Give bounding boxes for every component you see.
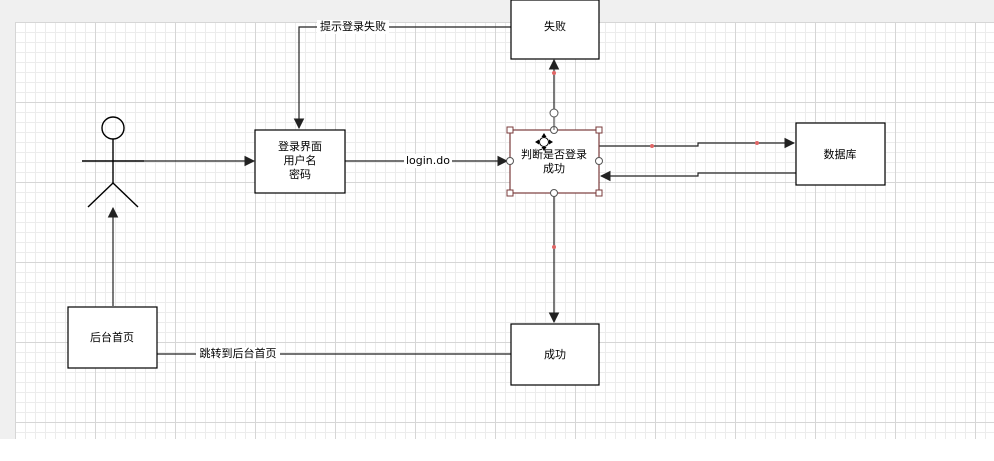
resize-handle-ne[interactable] bbox=[595, 126, 603, 134]
svg-text:login.do: login.do bbox=[406, 154, 450, 167]
actor-head bbox=[101, 116, 125, 140]
connection-point-bottom[interactable] bbox=[550, 189, 558, 197]
resize-handle-nw[interactable] bbox=[506, 126, 514, 134]
actor-right-leg bbox=[112, 182, 139, 208]
resize-handle-sw[interactable] bbox=[506, 189, 514, 197]
diagram-canvas[interactable] bbox=[15, 22, 994, 439]
svg-text:登录界面: 登录界面 bbox=[278, 139, 322, 153]
actor-user[interactable] bbox=[82, 116, 144, 208]
svg-text:密码: 密码 bbox=[289, 167, 311, 181]
node-fail[interactable]: 失败 bbox=[510, 0, 600, 60]
svg-text:后台首页: 后台首页 bbox=[90, 330, 134, 344]
svg-text:成功: 成功 bbox=[544, 348, 566, 361]
svg-text:成功: 成功 bbox=[543, 162, 565, 175]
svg-text:跳转到后台首页: 跳转到后台首页 bbox=[200, 346, 277, 360]
svg-text:判断是否登录: 判断是否登录 bbox=[521, 147, 587, 161]
node-success[interactable]: 成功 bbox=[510, 323, 600, 386]
node-database[interactable]: 数据库 bbox=[795, 122, 886, 186]
selection-handles[interactable] bbox=[506, 108, 603, 197]
node-login-page[interactable]: 登录界面 用户名 密码 bbox=[254, 129, 346, 194]
waypoint-dot[interactable] bbox=[552, 71, 556, 75]
svg-text:失败: 失败 bbox=[544, 19, 566, 33]
waypoint-dot[interactable] bbox=[552, 245, 556, 249]
node-judge-login[interactable]: 判断是否登录 成功 bbox=[509, 129, 600, 194]
edge-label-login-do: login.do bbox=[404, 154, 452, 168]
waypoint-dot[interactable] bbox=[755, 141, 759, 145]
edge-label-prompt-fail: 提示登录失败 bbox=[317, 19, 389, 34]
waypoint-dot[interactable] bbox=[650, 144, 654, 148]
connection-point-right[interactable] bbox=[595, 157, 603, 165]
svg-text:数据库: 数据库 bbox=[824, 147, 857, 161]
node-admin-home[interactable]: 后台首页 bbox=[67, 306, 158, 369]
resize-handle-se[interactable] bbox=[595, 189, 603, 197]
move-cursor-icon bbox=[535, 133, 553, 151]
canvas-bottom-strip bbox=[0, 439, 994, 461]
actor-left-leg bbox=[87, 182, 114, 208]
svg-text:提示登录失败: 提示登录失败 bbox=[320, 19, 386, 33]
svg-text:用户名: 用户名 bbox=[284, 153, 317, 167]
edge-fail-to-login[interactable] bbox=[293, 26, 511, 130]
edge-judge-to-database[interactable] bbox=[599, 137, 796, 149]
edge-database-to-judge[interactable] bbox=[599, 170, 796, 182]
edge-label-redirect-home: 跳转到后台首页 bbox=[196, 346, 280, 361]
connection-point-left[interactable] bbox=[506, 157, 514, 165]
rotate-handle[interactable] bbox=[549, 108, 559, 118]
